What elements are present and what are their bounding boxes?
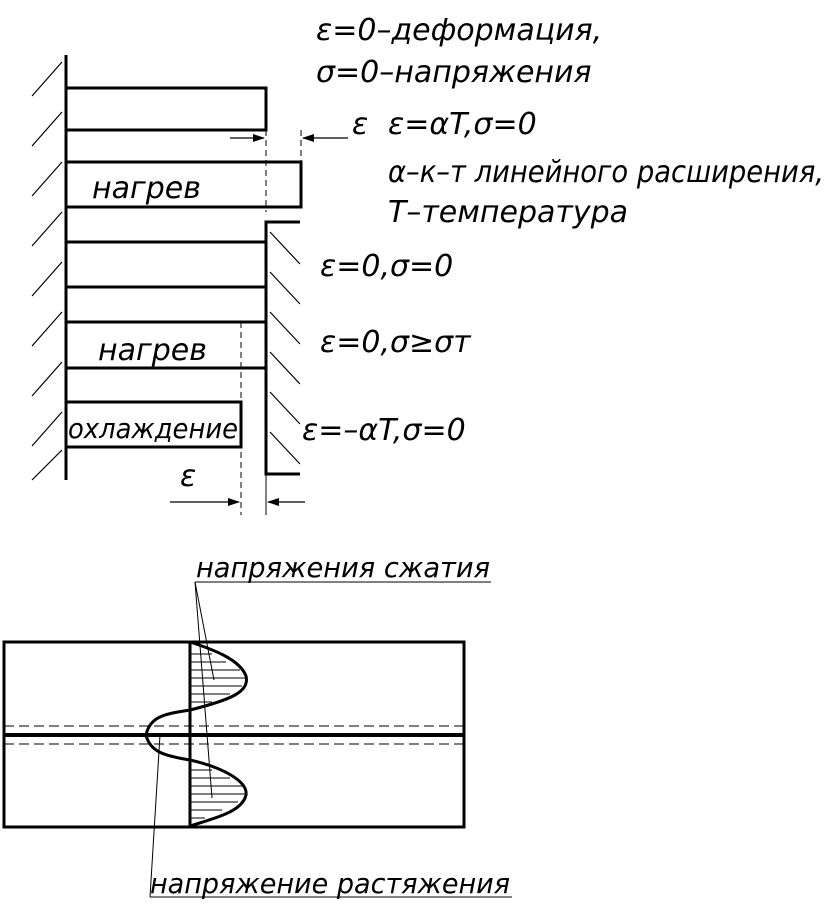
stress-distribution — [144, 640, 248, 828]
rod-constrained-heated — [64, 320, 268, 370]
rod-initial — [64, 86, 268, 132]
label-t-definition: T–температура — [388, 195, 628, 230]
label-cooling: охлаждение — [68, 412, 238, 445]
label-epsilon-top: ε — [352, 107, 368, 142]
label-compression-stress: напряжения сжатия — [196, 551, 490, 584]
compression-hatching — [190, 653, 245, 819]
label-tension-stress: напряжение растяжения — [150, 867, 510, 900]
label-heating-2: нагрев — [98, 333, 207, 368]
label-stress: σ=0–напряжения — [316, 55, 592, 90]
right-constraint-wall — [264, 220, 301, 476]
label-heating-1: нагрев — [92, 171, 201, 206]
label-eps-alpha-t: ε=αT,σ=0 — [388, 107, 537, 142]
label-state-2: ε=0,σ≥σт — [320, 325, 472, 360]
stress-curve — [144, 640, 248, 828]
wall-hatching — [31, 61, 63, 481]
label-epsilon-bottom: ε — [180, 459, 196, 494]
label-deformation: ε=0–деформация, — [316, 13, 602, 48]
fixed-wall — [31, 55, 68, 481]
rod-constrained — [64, 240, 268, 289]
weld-plate — [2, 640, 466, 829]
right-wall-hatching — [269, 231, 301, 465]
label-state-3: ε=–αT,σ=0 — [302, 413, 466, 448]
rod-cooled — [64, 400, 243, 449]
label-state-1: ε=0,σ=0 — [320, 249, 453, 284]
rod-heated-free — [64, 160, 303, 209]
leader-lines — [149, 581, 512, 898]
label-alpha-definition: α–к–т линейного расширения, — [388, 155, 824, 190]
